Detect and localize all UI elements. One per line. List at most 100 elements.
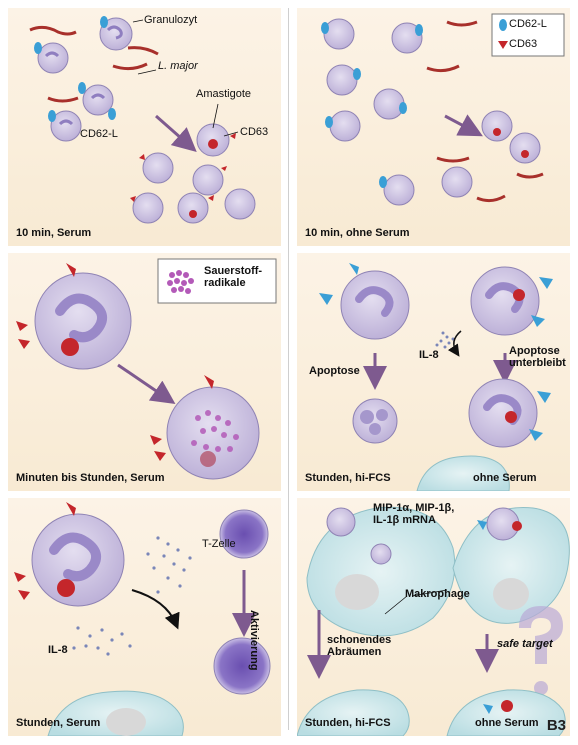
- granulocyte-cell: [224, 188, 256, 220]
- panel-10min-serum: Granulozyt L. major Amastigote CD62-L CD…: [8, 8, 281, 246]
- cd62l-marker: [321, 22, 329, 34]
- granulocyte-ros-filled: [166, 386, 260, 480]
- cd62l-marker: [529, 429, 543, 441]
- legend-label-cd63: CD63: [509, 38, 538, 50]
- cd63-legend-icon: [498, 41, 508, 49]
- panel-6-illustration: [297, 506, 570, 736]
- cd62l-marker: [34, 42, 42, 54]
- panel-5-illustration: [14, 502, 271, 736]
- ros-legend-icon: [167, 270, 194, 294]
- parasite: [47, 96, 79, 103]
- figure-tag: B3: [546, 717, 566, 734]
- cd62l-legend-icon: [499, 19, 507, 31]
- granulocyte-cell: [50, 110, 82, 142]
- transition-arrow: [155, 114, 197, 152]
- column-divider: [288, 8, 289, 730]
- panel-stunden-serum: T-Zelle Aktivierung IL-8 Stunden, Serum: [8, 498, 281, 736]
- cd62l-marker: [319, 293, 333, 305]
- panel-caption: Minuten bis Stunden, Serum: [16, 472, 165, 484]
- cd63-marker: [66, 263, 76, 277]
- granulocyte-cell: [99, 17, 133, 51]
- granulocyte-cell: [326, 64, 358, 96]
- macrophage-shape: [416, 455, 510, 491]
- granulocyte-cell: [470, 266, 540, 336]
- granulocyte-cell: [37, 42, 69, 74]
- panel-caption-right: ohne Serum: [473, 472, 537, 484]
- macrophage-shape: [306, 506, 456, 637]
- infected-granulocyte: [196, 123, 230, 157]
- cd63-marker: [139, 154, 145, 160]
- cd62l-marker: [48, 110, 56, 122]
- granulocyte-cell: [340, 270, 410, 340]
- cd62l-marker: [349, 263, 359, 275]
- panel-caption: Stunden, hi-FCS: [305, 717, 391, 729]
- panel-minuten-bis-stunden-serum: Sauerstoff- radikale Minuten bis Stunden…: [8, 253, 281, 491]
- parasite: [112, 62, 148, 71]
- cd63-marker: [18, 590, 30, 600]
- macrophage-shape: [452, 507, 570, 624]
- panel-caption: 10 min, Serum: [16, 227, 92, 239]
- parasite: [426, 64, 460, 73]
- label-t-zelle: T-Zelle: [202, 538, 236, 550]
- label-apoptose: Apoptose: [309, 365, 360, 377]
- cd62l-marker: [78, 82, 86, 94]
- apoptotic-cell: [352, 398, 398, 444]
- label-mip-il1b-mrna: MIP-1α, MIP-1β, IL-1β mRNA: [373, 502, 455, 527]
- panel-3-illustration: [16, 258, 277, 480]
- cd62l-marker: [531, 315, 545, 327]
- granulocyte-cell: [441, 166, 473, 198]
- label-l-major: L. major: [158, 60, 198, 72]
- cd62l-marker: [415, 24, 423, 36]
- cd63-marker: [208, 195, 214, 201]
- granulocyte-cell: [192, 164, 224, 196]
- granulocyte-cell: [329, 110, 361, 142]
- cd63-marker: [204, 375, 214, 389]
- label-cd62l: CD62-L: [80, 128, 118, 140]
- panel-caption-right: ohne Serum: [475, 717, 539, 729]
- cd62l-marker: [108, 108, 116, 120]
- label-schonendes-abraeumen: schonendes Abräumen: [327, 634, 392, 659]
- panel-stunden-hi-fcs: Apoptose IL-8 Apoptose unterbleibt Stund…: [297, 253, 570, 491]
- granulocyte-cell: [82, 84, 114, 116]
- cd62l-marker: [100, 16, 108, 28]
- cd63-marker: [150, 435, 162, 445]
- parasite: [436, 156, 470, 163]
- granulocyte-large: [34, 272, 132, 370]
- question-mark-icon: [519, 606, 563, 664]
- il8-particles: [435, 331, 455, 349]
- parasite: [446, 20, 478, 27]
- granulocyte-cell: [468, 378, 538, 448]
- panel-caption: Stunden, hi-FCS: [305, 472, 391, 484]
- il8-particles: [72, 536, 192, 656]
- panel-4-illustration: [319, 263, 553, 491]
- t-cell: [219, 509, 269, 559]
- parasite: [476, 194, 506, 203]
- panel-stunden-hi-fcs-makrophage: MIP-1α, MIP-1β, IL-1β mRNA Makrophage sc…: [297, 498, 570, 736]
- cd63-marker: [18, 339, 30, 349]
- label-cd63: CD63: [240, 126, 269, 138]
- macrophage-shape: [47, 690, 184, 736]
- panel-1-illustration: [29, 16, 256, 224]
- panel-2-illustration: [321, 13, 565, 206]
- activated-t-cell: [213, 637, 271, 695]
- cd63-marker: [14, 572, 26, 582]
- cd63-marker: [130, 196, 136, 202]
- infected-granulocyte: [481, 110, 513, 142]
- granulocyte-cell: [383, 174, 415, 206]
- cd62l-marker: [539, 277, 553, 289]
- cd63-marker: [154, 451, 166, 461]
- il8-arrow: [131, 589, 180, 630]
- infected-granulocyte: [509, 132, 541, 164]
- label-aktivierung: Aktivierung: [248, 610, 260, 671]
- il8-arrow: [447, 330, 462, 357]
- label-makrophage: Makrophage: [405, 588, 470, 600]
- cd62l-marker: [353, 68, 361, 80]
- parasite: [127, 46, 159, 56]
- panel-10min-ohne-serum: CD62-L CD63 10 min, ohne Serum: [297, 8, 570, 246]
- infected-granulocyte: [177, 192, 209, 224]
- label-safe-target: safe target: [497, 638, 553, 650]
- cd62l-marker: [399, 102, 407, 114]
- cd63-marker: [16, 321, 28, 331]
- apoptotic-cell: [326, 507, 392, 565]
- granulocyte-cell: [391, 22, 423, 54]
